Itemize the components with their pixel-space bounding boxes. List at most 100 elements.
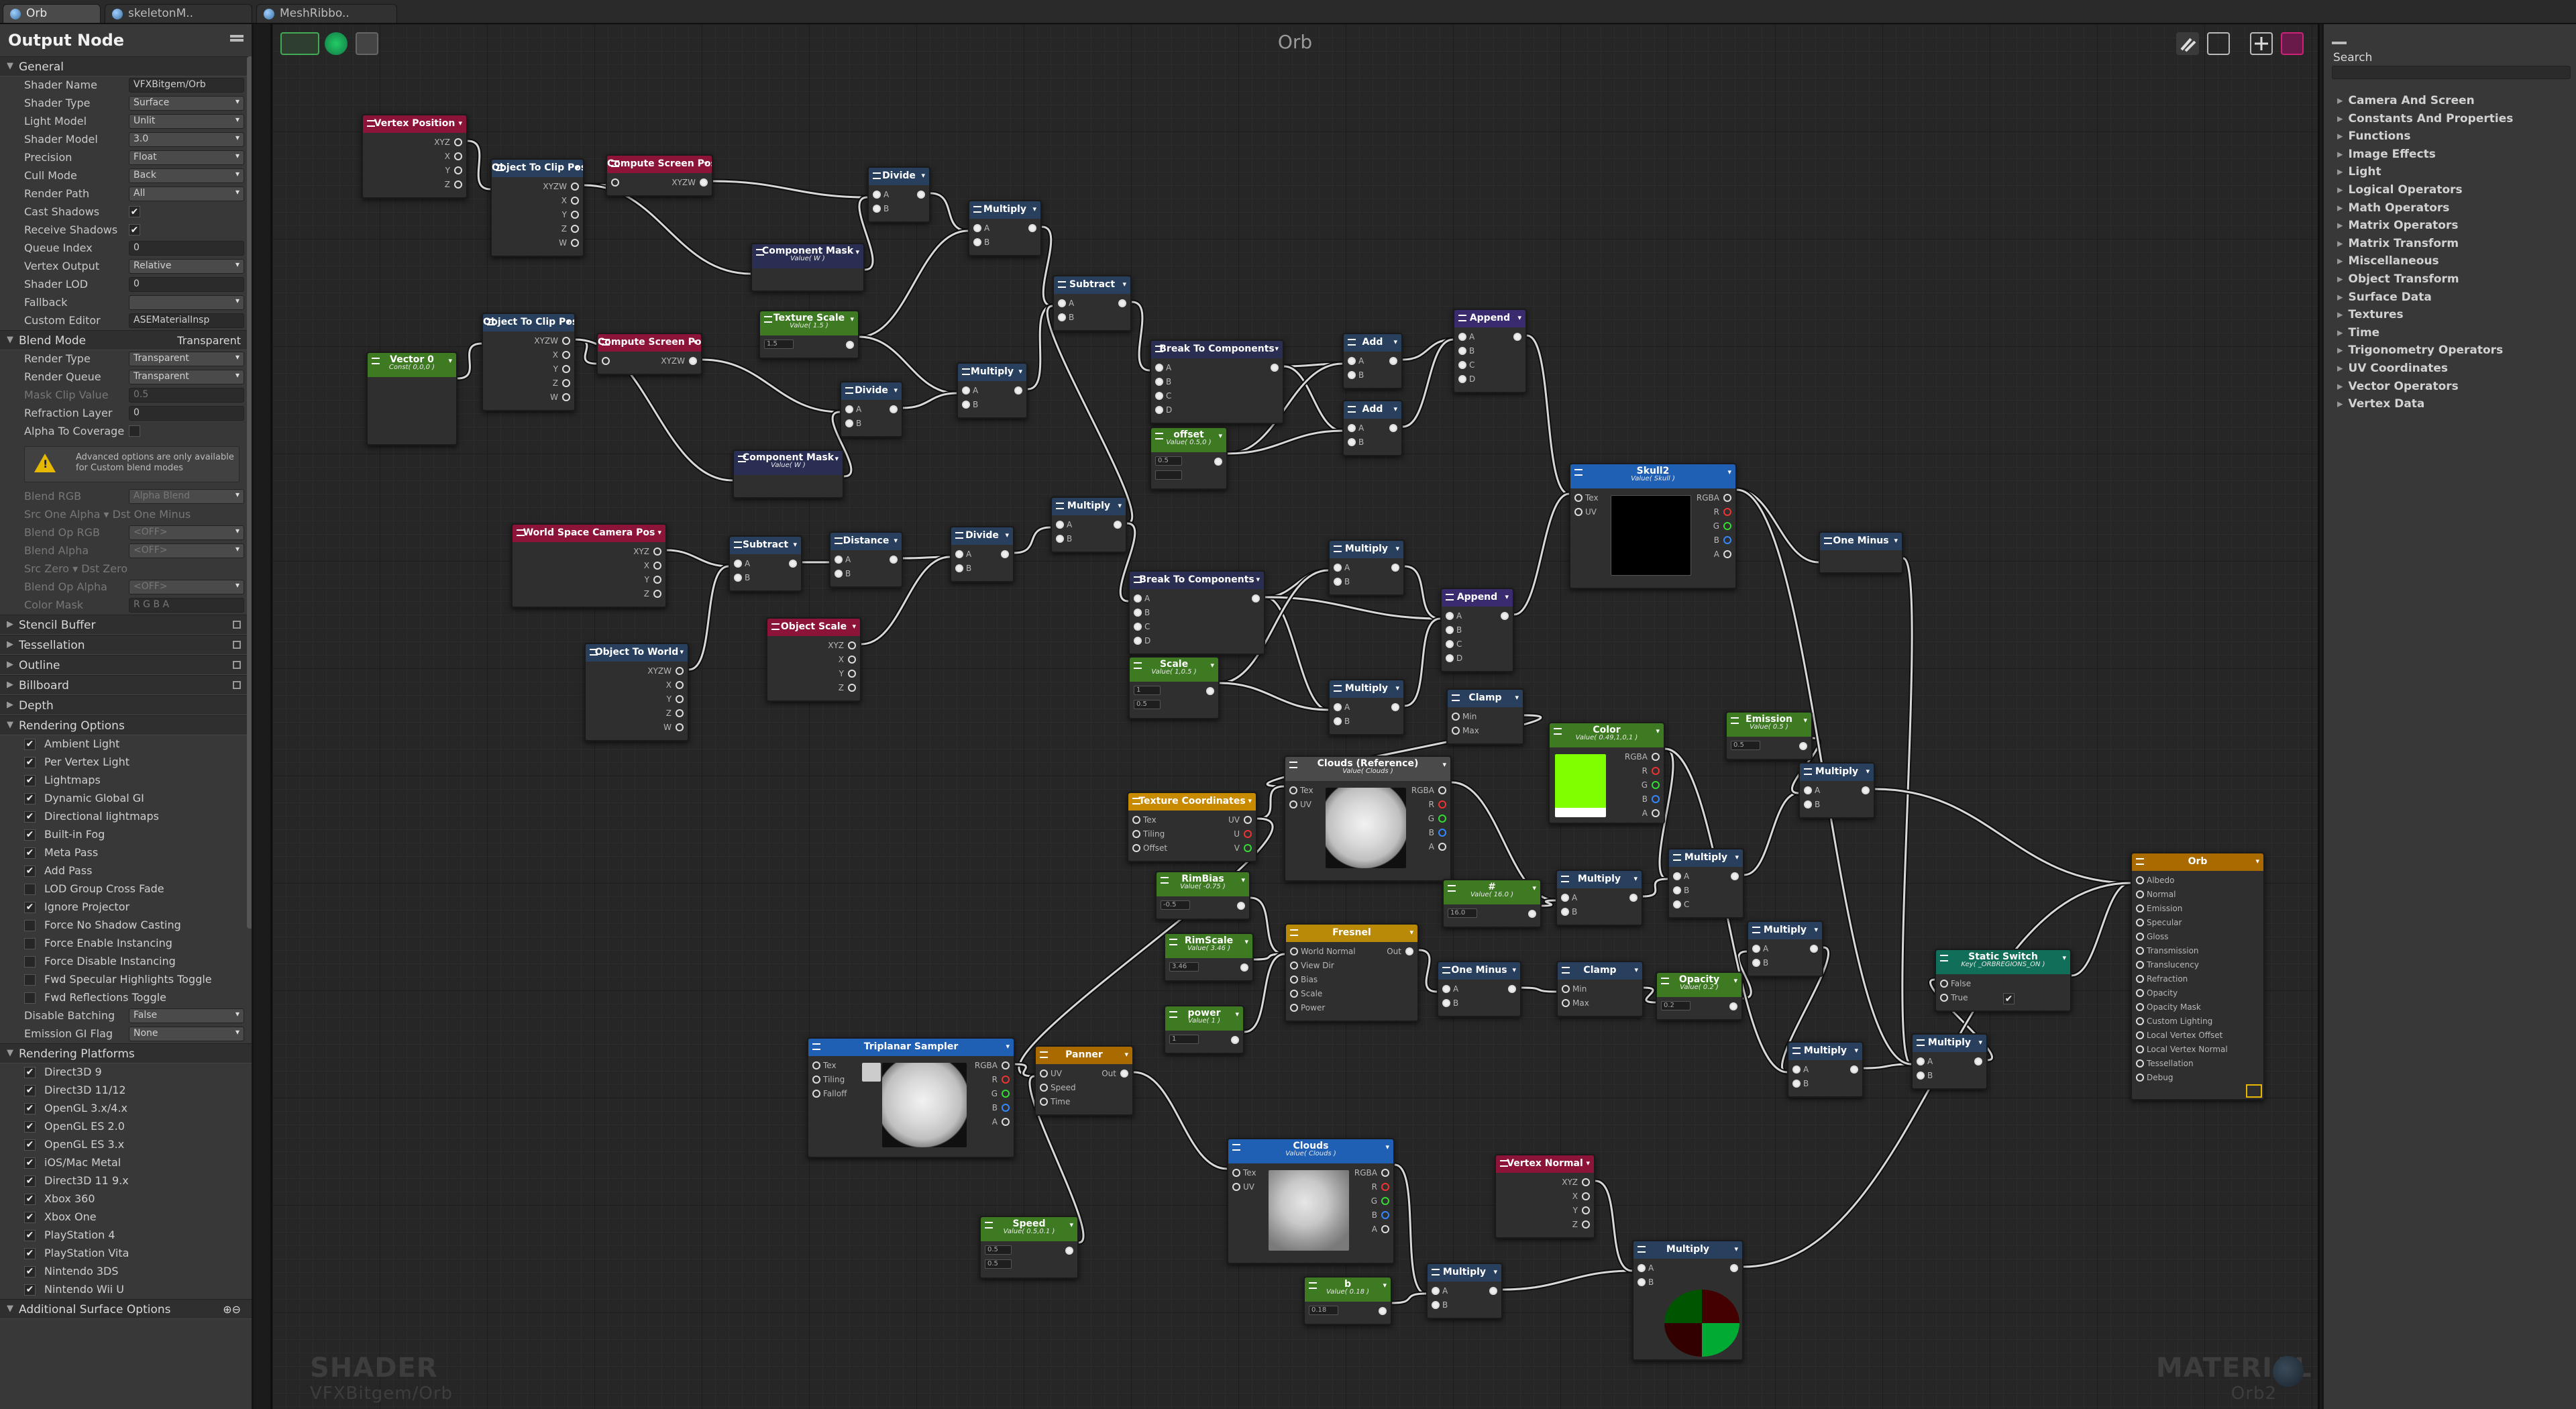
node-header[interactable]: Orb▾ <box>2132 853 2263 871</box>
input-port[interactable] <box>1040 1098 1048 1106</box>
output-port[interactable] <box>571 197 579 205</box>
property-value[interactable]: <OFF> <box>129 525 244 540</box>
input-port[interactable] <box>1134 594 1142 603</box>
wire[interactable] <box>1513 492 1570 616</box>
input-port[interactable] <box>1348 424 1356 432</box>
output-port[interactable] <box>1723 536 1731 544</box>
chevron-down-icon[interactable]: ▾ <box>1894 536 1898 545</box>
output-port[interactable] <box>1381 1169 1389 1177</box>
output-port[interactable] <box>653 562 661 570</box>
checkbox[interactable]: ✔ <box>24 1194 36 1205</box>
output-port[interactable] <box>454 152 462 160</box>
checkbox[interactable]: ✔ <box>24 1121 36 1133</box>
node-header[interactable]: Fresnel▾ <box>1286 925 1417 942</box>
node-header[interactable]: Divide▾ <box>951 527 1013 545</box>
input-port[interactable] <box>1940 994 1948 1002</box>
chevron-down-icon[interactable]: ▾ <box>1032 205 1036 213</box>
wire[interactable] <box>1046 305 1133 525</box>
checkbox[interactable] <box>24 974 36 986</box>
output-port[interactable] <box>1528 910 1536 918</box>
wire[interactable] <box>1391 1292 1427 1304</box>
wire[interactable] <box>1227 429 1343 455</box>
input-port[interactable] <box>1432 1287 1440 1295</box>
input-port[interactable] <box>1442 985 1450 993</box>
property-value[interactable]: 0.5 <box>129 388 244 403</box>
category-item[interactable]: Constants And Properties <box>2337 112 2514 125</box>
output-port[interactable] <box>1723 550 1731 558</box>
input-port[interactable] <box>1673 900 1681 908</box>
wire[interactable] <box>1404 617 1441 707</box>
wire[interactable] <box>902 392 957 409</box>
section-rendering-options[interactable]: ▼Rendering Options <box>0 715 252 735</box>
checkbox[interactable]: ✔ <box>24 1248 36 1259</box>
output-port[interactable] <box>1381 1183 1389 1191</box>
property-value[interactable]: 0 <box>129 406 244 421</box>
palette-menu-icon[interactable] <box>2332 42 2347 44</box>
node-header[interactable]: Multiply▾ <box>1913 1035 1986 1052</box>
node-header[interactable]: Multiply▾ <box>1669 849 1743 867</box>
node-header[interactable]: Multiply▾ <box>1633 1241 1742 1259</box>
input-port[interactable] <box>1290 990 1298 998</box>
node-header[interactable]: Divide▾ <box>869 168 929 185</box>
node-header[interactable]: Vertex Position▾ <box>363 115 466 133</box>
input-port[interactable] <box>1132 830 1140 838</box>
chevron-down-icon[interactable]: ▾ <box>1256 575 1260 584</box>
wire[interactable] <box>712 180 868 199</box>
node-header[interactable]: Clouds (Reference)Value( Clouds )▾ <box>1285 757 1450 781</box>
input-port[interactable] <box>962 401 970 409</box>
property-value[interactable]: 3.0 <box>129 132 244 147</box>
search-input[interactable] <box>2332 66 2571 79</box>
section-rendering-platforms[interactable]: ▼Rendering Platforms <box>0 1043 252 1063</box>
chevron-down-icon[interactable]: ▾ <box>1656 727 1660 735</box>
checkbox[interactable]: ✔ <box>24 1103 36 1114</box>
share-icon[interactable] <box>2281 32 2304 55</box>
output-port[interactable] <box>1508 985 1516 993</box>
input-port[interactable] <box>734 560 742 568</box>
category-item[interactable]: Trigonometry Operators <box>2337 344 2504 357</box>
input-port[interactable] <box>1134 623 1142 631</box>
output-port[interactable] <box>1391 564 1399 572</box>
output-port[interactable] <box>1065 1247 1073 1255</box>
output-port[interactable] <box>1271 364 1279 372</box>
texture-preview[interactable] <box>1326 788 1406 868</box>
property-value[interactable]: ASEMaterialInsp <box>129 313 244 328</box>
value-input[interactable]: 0.5 <box>985 1245 1012 1255</box>
checkbox[interactable]: ✔ <box>24 1176 36 1187</box>
output-port[interactable] <box>1244 844 1252 852</box>
input-port[interactable] <box>812 1076 820 1084</box>
input-port[interactable] <box>1442 999 1450 1007</box>
property-value[interactable] <box>129 295 244 310</box>
input-port[interactable] <box>1452 713 1460 721</box>
wire[interactable] <box>859 335 957 395</box>
node-header[interactable]: Multiply▾ <box>958 364 1026 381</box>
input-port[interactable] <box>1917 1057 1925 1065</box>
node-header[interactable]: Multiply▾ <box>1788 1043 1862 1060</box>
chevron-down-icon[interactable]: ▾ <box>1978 1038 1982 1047</box>
chevron-down-icon[interactable]: ▾ <box>1814 925 1818 934</box>
input-port[interactable] <box>2136 1074 2144 1082</box>
preview-sphere[interactable] <box>1664 1290 1739 1357</box>
node-header[interactable]: Subtract▾ <box>1054 276 1130 294</box>
output-port[interactable] <box>1252 594 1260 603</box>
property-value[interactable]: R G B A <box>129 598 244 613</box>
input-port[interactable] <box>2136 989 2144 997</box>
value-input[interactable]: 0.2 <box>1661 1001 1690 1010</box>
output-port[interactable] <box>846 341 854 349</box>
output-port[interactable] <box>454 180 462 189</box>
input-port[interactable] <box>2136 975 2144 983</box>
input-port[interactable] <box>1056 535 1064 543</box>
